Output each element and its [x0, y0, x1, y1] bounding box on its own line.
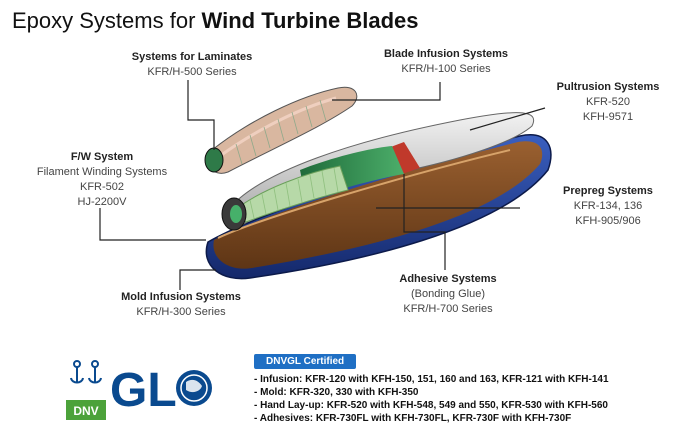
cert-item-adhesives: - Adhesives: KFR-730FL with KFH-730FL, K…	[254, 413, 572, 424]
label-prepreg-line-1: KFR-134, 136	[573, 200, 643, 212]
label-fw: F/W System Filament Winding Systems KFR-…	[26, 150, 178, 210]
label-laminates-head: Systems for Laminates	[131, 51, 253, 63]
laminate-tube-end	[204, 147, 224, 173]
leader-laminates	[187, 80, 215, 150]
label-adhesive-head: Adhesive Systems	[399, 273, 497, 285]
label-mold-infusion: Mold Infusion Systems KFR/H-300 Series	[106, 290, 256, 320]
cert-item-hand-layup: - Hand Lay-up: KFR-520 with KFH-548, 549…	[254, 400, 608, 411]
leader-adhesive	[403, 174, 446, 270]
leader-pultrusion	[469, 107, 546, 131]
label-fw-head: F/W System	[70, 151, 134, 163]
cert-item-mold: - Mold: KFR-320, 330 with KFH-350	[254, 387, 419, 398]
logo-graphic: DNV GL	[66, 352, 216, 420]
dnv-gl-logo: DNV GL	[66, 352, 216, 420]
label-pultrusion-head: Pultrusion Systems	[556, 81, 660, 93]
inner-laminate	[231, 165, 349, 223]
laminate-tube	[207, 86, 358, 174]
label-blade-infusion: Blade Infusion Systems KFR/H-100 Series	[368, 47, 524, 77]
label-pultrusion: Pultrusion Systems KFR-520 KFH-9571	[548, 80, 668, 125]
certification-block: DNVGL Certified - Infusion: KFR-120 with…	[254, 351, 609, 425]
label-prepreg-head: Prepreg Systems	[563, 185, 653, 197]
anchor-icon	[70, 360, 102, 384]
label-adhesive-line-2: KFR/H-700 Series	[403, 303, 493, 315]
label-fw-line-1: Filament Winding Systems	[36, 166, 168, 178]
leader-blade-infusion	[332, 82, 441, 101]
certification-list: - Infusion: KFR-120 with KFH-150, 151, 1…	[254, 373, 609, 425]
label-laminates: Systems for Laminates KFR/H-500 Series	[112, 50, 272, 80]
logo-gl-text: GL	[110, 364, 177, 417]
label-pultrusion-line-2: KFH-9571	[582, 111, 634, 123]
label-prepreg: Prepreg Systems KFR-134, 136 KFH-905/906	[548, 184, 668, 229]
leader-mold	[179, 269, 216, 290]
page-title: Epoxy Systems for Wind Turbine Blades	[12, 8, 418, 34]
label-laminates-line: KFR/H-500 Series	[147, 66, 237, 78]
label-adhesive: Adhesive Systems (Bonding Glue) KFR/H-70…	[386, 272, 510, 317]
logo-dnv-text: DNV	[73, 404, 98, 418]
title-regular: Epoxy Systems for	[12, 8, 196, 33]
label-mold-infusion-head: Mold Infusion Systems	[121, 291, 241, 303]
label-adhesive-line-1: (Bonding Glue)	[411, 288, 485, 300]
label-blade-infusion-head: Blade Infusion Systems	[383, 48, 509, 60]
label-mold-infusion-line: KFR/H-300 Series	[136, 306, 226, 318]
title-bold: Wind Turbine Blades	[201, 8, 419, 33]
label-blade-infusion-line: KFR/H-100 Series	[401, 63, 491, 75]
adhesive-band-red	[388, 142, 420, 174]
cert-item-infusion: - Infusion: KFR-120 with KFH-150, 151, 1…	[254, 374, 609, 385]
mold-inner	[213, 141, 543, 269]
label-prepreg-line-2: KFH-905/906	[575, 215, 641, 227]
label-fw-line-2: KFR-502	[79, 181, 125, 193]
dnvgl-certified-badge: DNVGL Certified	[254, 354, 357, 369]
leader-fw	[99, 208, 206, 241]
label-pultrusion-line-1: KFR-520	[585, 96, 631, 108]
label-fw-line-3: HJ-2200V	[77, 196, 127, 208]
